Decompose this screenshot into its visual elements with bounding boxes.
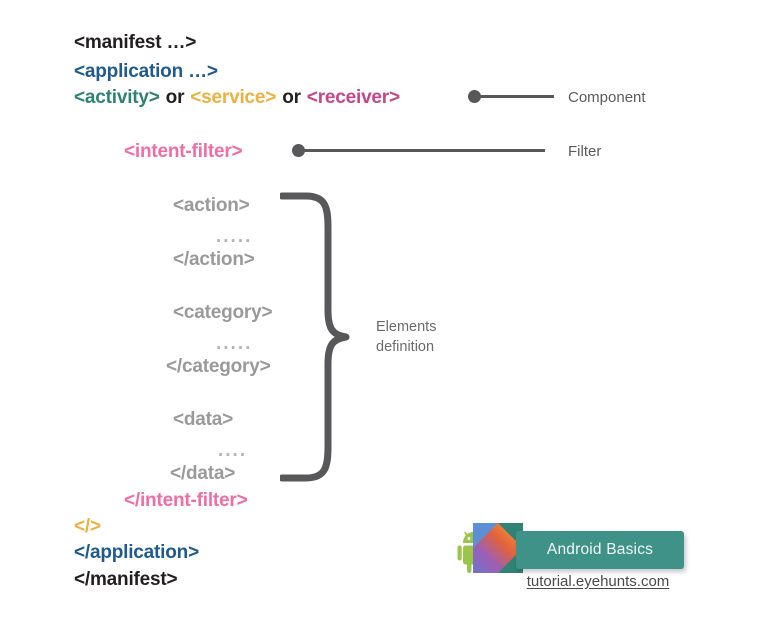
tag-action-open: <action> bbox=[173, 195, 250, 216]
tag-manifest-close: </manifest> bbox=[74, 569, 178, 590]
tag-category-close: </category> bbox=[166, 356, 271, 377]
tag-application-open: <application …> bbox=[74, 61, 218, 82]
tag-action-close: </action> bbox=[173, 249, 255, 270]
label-component: Component bbox=[568, 89, 646, 106]
connector-filter bbox=[292, 144, 545, 157]
ellipsis-category: ..... bbox=[216, 333, 253, 354]
tag-application-close: </application> bbox=[74, 542, 199, 563]
connector-dot-filter bbox=[292, 144, 305, 157]
label-elements-definition: Elements definition bbox=[376, 318, 436, 357]
label-filter: Filter bbox=[568, 143, 602, 160]
code-line-application-close: </application> bbox=[74, 542, 199, 564]
separator-or-2: or bbox=[282, 87, 301, 108]
site-url-link[interactable]: tutorial.eyehunts.com bbox=[526, 573, 670, 590]
footer-branding: Android Basics tutorial.eyehunts.com bbox=[455, 518, 705, 608]
label-elements-definition-line2: definition bbox=[376, 338, 435, 355]
separator-or-1: or bbox=[165, 87, 185, 108]
code-line-intent-filter-open: <intent-filter> bbox=[124, 141, 243, 163]
tag-receiver: <receiver> bbox=[306, 87, 400, 108]
code-line-manifest-close: </manifest> bbox=[74, 569, 178, 591]
code-line-manifest-open: <manifest …> bbox=[74, 32, 196, 54]
android-basics-badge: Android Basics bbox=[516, 531, 684, 569]
tag-service: <service> bbox=[190, 87, 277, 108]
code-line-components: <activity>or<service>or<receiver> bbox=[74, 87, 400, 109]
code-line-application-open: <application …> bbox=[74, 61, 218, 83]
connector-component bbox=[468, 90, 554, 103]
tag-data-open: <data> bbox=[173, 409, 234, 430]
tag-activity: <activity> bbox=[74, 87, 160, 108]
code-line-slash-close: </> bbox=[74, 516, 101, 538]
android-basics-badge-label: Android Basics bbox=[546, 541, 654, 558]
connector-dot-component bbox=[468, 90, 481, 103]
ellipsis-action: ..... bbox=[216, 226, 253, 247]
tag-intent-filter-close: </intent-filter> bbox=[124, 490, 248, 511]
tag-manifest-open: <manifest …> bbox=[74, 32, 197, 53]
connector-line-filter bbox=[302, 149, 545, 152]
label-elements-definition-line1: Elements bbox=[376, 319, 437, 335]
tag-generic-close: </> bbox=[74, 516, 101, 537]
elements-grouping-brace bbox=[280, 192, 350, 482]
ellipsis-data: .... bbox=[218, 440, 248, 461]
tag-category-open: <category> bbox=[173, 302, 273, 323]
tag-intent-filter-open: <intent-filter> bbox=[124, 141, 243, 162]
connector-line-component bbox=[478, 95, 554, 98]
tag-data-close: </data> bbox=[170, 463, 236, 484]
code-line-intent-filter-close: </intent-filter> bbox=[124, 490, 248, 512]
